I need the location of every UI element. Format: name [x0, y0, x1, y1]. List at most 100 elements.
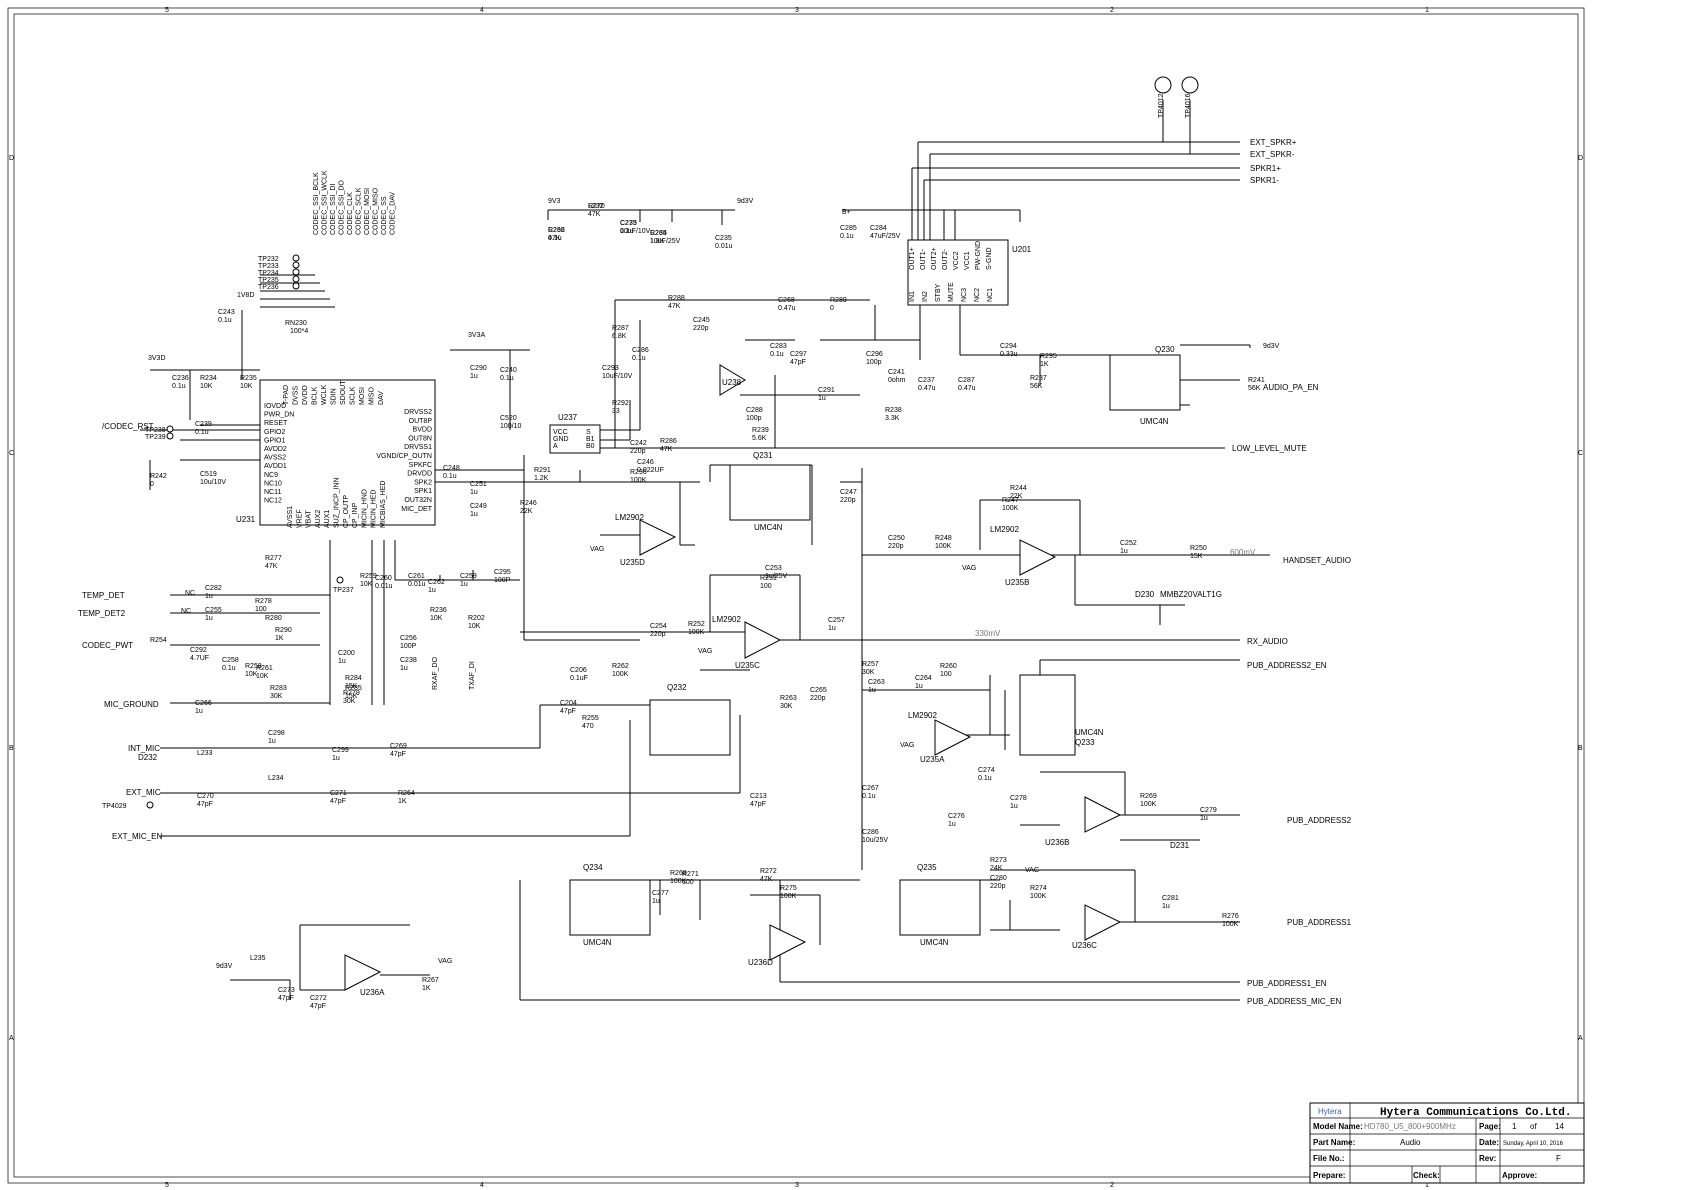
- passive-ref: C259: [460, 573, 477, 580]
- passive-value: 4.7UF: [190, 655, 209, 662]
- testpoint-tp4012: [1154, 76, 1172, 94]
- net-low-level-mute: LOW_LEVEL_MUTE: [1232, 444, 1307, 453]
- passive-ref: C277: [652, 890, 669, 897]
- u231-pin-right: SPK1: [414, 488, 432, 495]
- company-logo: Hytera: [1318, 1107, 1342, 1116]
- passive-value: 1u: [828, 625, 836, 632]
- frame-row-label-left: B: [9, 745, 14, 752]
- u231-pin-left: GPIO1: [264, 437, 286, 444]
- passive-value: 0.1u: [862, 793, 876, 800]
- u231-pin-top: MOSI: [359, 387, 366, 405]
- passive-value: 1K: [1040, 361, 1049, 368]
- passive-value: 10u/10V: [200, 479, 226, 486]
- net-mic-ground: MIC_GROUND: [104, 700, 159, 709]
- u201-pin: OUT2+: [931, 247, 938, 270]
- label-tp235: TP235: [258, 277, 279, 284]
- passive-value: 10K: [200, 383, 213, 390]
- u237-body: [549, 424, 601, 454]
- u231-pin-left: IOVDD: [264, 403, 286, 410]
- passive-ref: R269: [1140, 793, 1157, 800]
- passive-value: 1u: [1162, 903, 1170, 910]
- opamp-u236b: [1084, 796, 1122, 833]
- passive-ref: C246: [637, 459, 654, 466]
- passive-ref: R255: [582, 715, 599, 722]
- passive-value: 100: [940, 671, 952, 678]
- u231-pin-right: SPK2: [414, 479, 432, 486]
- passive-value: 220p: [990, 883, 1006, 890]
- passive-ref: R202: [468, 615, 485, 622]
- ref-u235b: U235B: [1005, 578, 1029, 587]
- ref-q232: Q232: [667, 683, 687, 692]
- ref-q235: Q235: [917, 863, 937, 872]
- passive-value: 220p: [693, 325, 709, 332]
- passive-value: 47K: [668, 303, 681, 310]
- u231-pin-top: DAV: [378, 391, 385, 405]
- net-ext-spkr-plus: EXT_SPKR+: [1250, 138, 1297, 147]
- passive-ref: C249: [470, 503, 487, 510]
- type-q230: UMC4N: [1140, 417, 1169, 426]
- passive-ref: R272: [760, 868, 777, 875]
- passive-ref: R288: [668, 295, 685, 302]
- passive-value: 15K: [345, 693, 358, 700]
- u231-pin-bottom: MICBIAS_HED: [380, 481, 387, 528]
- ref-u236d: U236D: [748, 958, 773, 967]
- passive-value: 0.1u: [172, 383, 186, 390]
- passive-value: 0.1u: [218, 317, 232, 324]
- passive-l235: L235: [250, 955, 266, 962]
- passive-value: 100K: [688, 629, 705, 636]
- label-tp237: TP237: [333, 587, 354, 594]
- u231-pin-bottom: AUX2: [315, 510, 322, 528]
- passive-l233: L233: [197, 750, 213, 757]
- component-bodies: [146, 76, 1199, 991]
- passive-value: 10K: [245, 671, 258, 678]
- frame-col-label-top: 1: [1425, 7, 1429, 14]
- passive-value: 0.01u: [375, 583, 393, 590]
- u201-pin: OUT2-: [942, 248, 949, 270]
- u231-pin-bottom: MICIN_HND: [361, 489, 368, 528]
- passive-ref: R289: [830, 297, 847, 304]
- label-tp4016: TP4016: [1185, 93, 1192, 118]
- u231-pin-bottom: SUZ_INCP_INN: [334, 477, 341, 528]
- passive-value: 15K: [1190, 553, 1203, 560]
- passive-ref: C520: [500, 415, 517, 422]
- passive-ref: C253: [765, 565, 782, 572]
- q233-body: [1019, 674, 1076, 756]
- u231-pin-right: OUT8N: [408, 435, 432, 442]
- passive-ref: R258: [245, 663, 262, 670]
- frame-row-label-left: D: [9, 155, 14, 162]
- u237-pin-right: B0: [586, 443, 595, 450]
- u231-pin-right: BVDD: [413, 427, 432, 434]
- part-label: Part Name:: [1313, 1138, 1355, 1147]
- net-handset-audio: HANDSET_AUDIO: [1283, 556, 1351, 565]
- page-of-label: of: [1530, 1122, 1537, 1131]
- passive-value: 30K: [343, 698, 356, 705]
- frame-row-label-left: C: [9, 450, 14, 457]
- net-temp-det: TEMP_DET: [82, 591, 125, 600]
- bus-net-label: CODEC_MOSI: [364, 188, 371, 235]
- label-tp234: TP234: [258, 270, 279, 277]
- passive-ref: R254: [150, 637, 167, 644]
- passive-ref: C278: [1010, 795, 1027, 802]
- passive-ref: R241: [1248, 377, 1265, 384]
- passive-ref: C256: [400, 635, 417, 642]
- passive-ref: C236: [172, 375, 189, 382]
- u201-pin: OUT1-: [920, 248, 927, 270]
- passive-ref: C263: [868, 679, 885, 686]
- frame-col-label-bottom: 4: [480, 1182, 484, 1189]
- frame-row-label-right: B: [1578, 745, 1583, 752]
- passive-ref: C293: [602, 365, 619, 372]
